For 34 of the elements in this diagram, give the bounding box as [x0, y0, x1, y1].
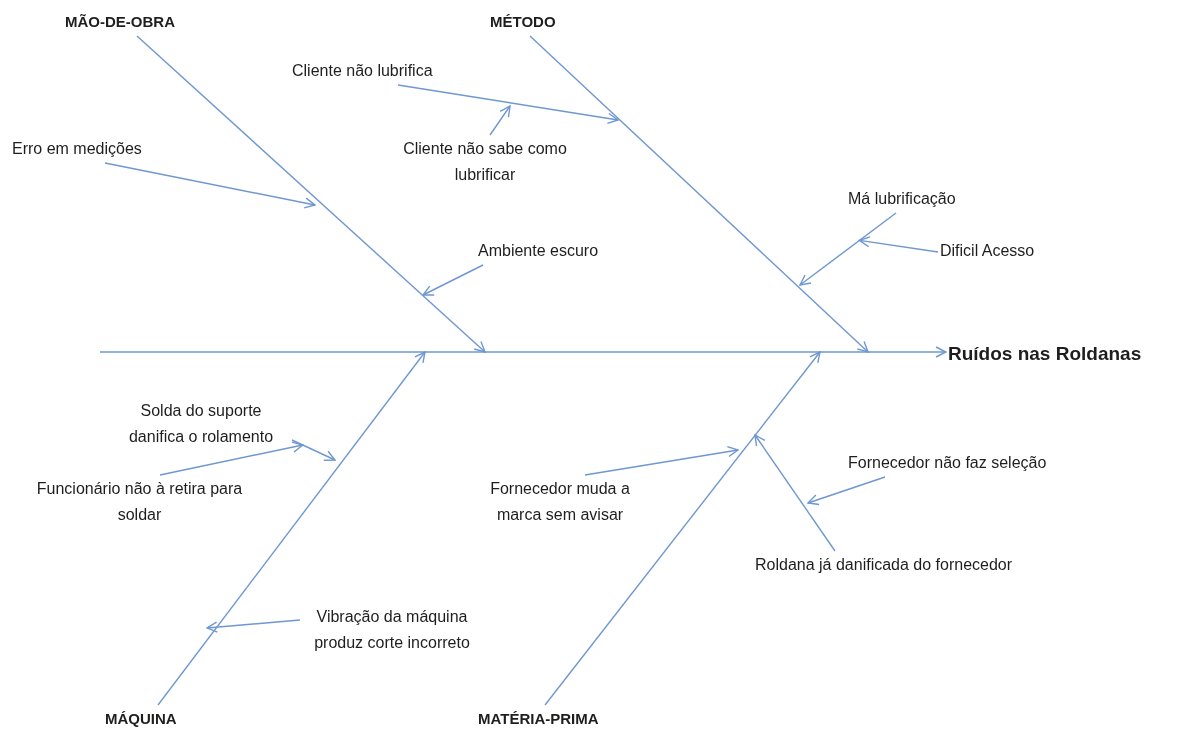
cause-label: Ambiente escuro: [478, 238, 599, 264]
effect-label: Ruídos nas Roldanas: [948, 341, 1142, 367]
cause-label: Dificil Acesso: [940, 238, 1035, 264]
cause-label: Fornecedor não faz seleção: [848, 450, 1047, 476]
cause-arrow: [397, 84, 619, 125]
cause-arrow: [291, 439, 336, 461]
cause-arrow: [807, 476, 886, 506]
cause-label: Vibração da máquina produz corte incorreto: [302, 604, 482, 656]
cause-label: Fornecedor muda a marca sem avisar: [480, 476, 640, 528]
category-label: MATÉRIA-PRIMA: [478, 706, 599, 729]
category-label: MÉTODO: [490, 9, 556, 35]
cause-arrow: [858, 236, 939, 253]
bone-arrow: [544, 351, 821, 706]
cause-label: Erro em medições: [12, 136, 142, 162]
cause-label: Cliente não lubrifica: [292, 58, 433, 84]
cause-arrow: [799, 212, 897, 286]
cause-arrow: [489, 105, 511, 136]
cause-arrow: [159, 441, 304, 476]
cause-label: Solda do suporte danifica o rolamento: [112, 398, 290, 450]
cause-arrow: [584, 446, 739, 476]
cause-arrow: [104, 162, 316, 209]
spine-arrow: [99, 346, 947, 358]
cause-arrow: [206, 619, 301, 633]
category-label: MÁQUINA: [105, 706, 177, 729]
cause-arrow: [754, 434, 836, 552]
bone-arrow: [529, 35, 869, 353]
cause-label: Má lubrificação: [848, 186, 956, 212]
bone-arrow: [136, 35, 486, 353]
cause-label: Funcionário não à retira para soldar: [22, 476, 257, 528]
cause-arrow: [422, 264, 484, 296]
cause-label: Cliente não sabe como lubrificar: [390, 136, 580, 188]
cause-label: Roldana já danificada do fornecedor: [755, 552, 1013, 578]
category-label: MÃO-DE-OBRA: [65, 9, 175, 35]
bone-arrow: [157, 351, 426, 706]
